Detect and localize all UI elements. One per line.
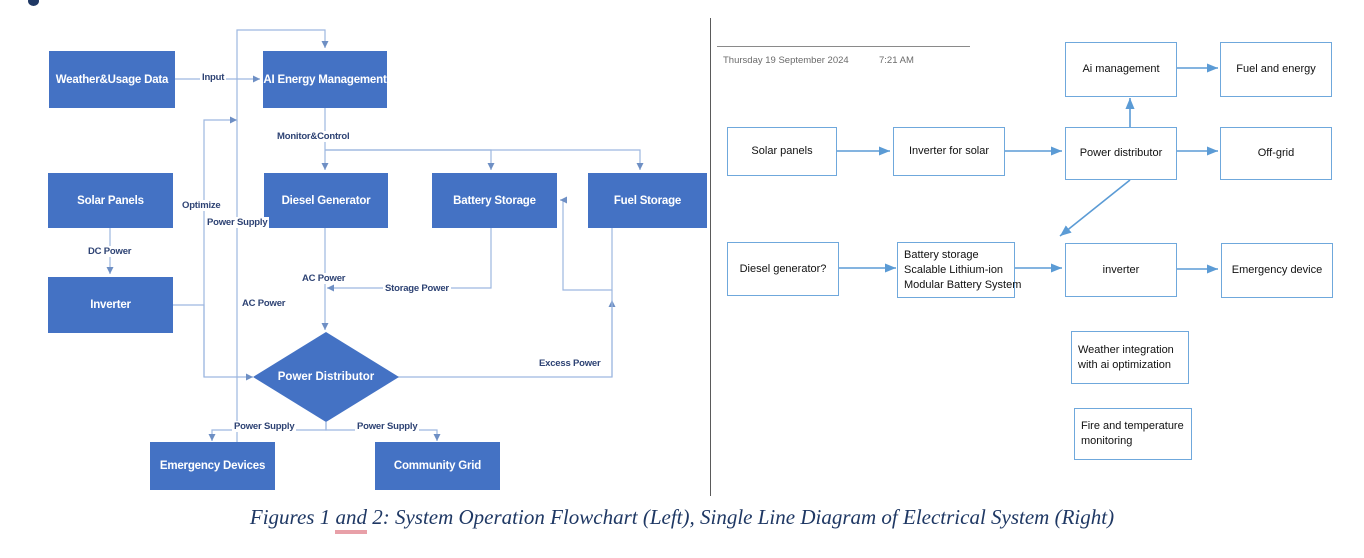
node-fire-temperature-monitoring[interactable]: Fire and temperature monitoring <box>1074 408 1192 460</box>
node-label: Solar Panels <box>77 194 144 207</box>
node-weather-integration[interactable]: Weather integration with ai optimization <box>1071 331 1189 384</box>
edge-label-power-supply-emergency: Power Supply <box>232 421 297 432</box>
header-rule <box>717 46 970 47</box>
bullet-dot-icon <box>28 0 39 6</box>
edge-label-ac-power-top: AC Power <box>300 273 348 284</box>
edge-label-monitor-control: Monitor&Control <box>275 131 352 142</box>
node-label: Solar panels <box>751 145 813 157</box>
caption-prefix: Figures 1 <box>249 505 336 529</box>
node-label-line-1: Fire and temperature <box>1081 420 1184 432</box>
right-diagram-connectors <box>836 63 1218 274</box>
node-label: Weather&Usage Data <box>55 73 169 86</box>
node-label: Off-grid <box>1257 147 1295 159</box>
node-label-line-2: with ai optimization <box>1078 358 1171 371</box>
edge-label-optimize: Optimize <box>180 200 223 211</box>
node-label: AI Energy Management <box>263 73 387 86</box>
node-label: Inverter <box>90 299 131 311</box>
figure-caption: Figures 1 and 2: System Operation Flowch… <box>0 505 1364 534</box>
node-label-line-3: Modular Battery System <box>904 278 1022 291</box>
node-battery-storage[interactable]: Battery Storage <box>432 173 557 228</box>
node-label: Inverter for solar <box>908 145 990 157</box>
node-off-grid[interactable]: Off-grid <box>1220 127 1332 180</box>
node-label: Emergency Devices <box>159 460 266 472</box>
edge-label-ac-power-inverter: AC Power <box>240 298 288 309</box>
caption-underlined-word: and <box>335 505 367 534</box>
node-solar-panels[interactable]: Solar Panels <box>48 173 173 228</box>
node-label: Power distributor <box>1079 147 1163 159</box>
header-date: Thursday 19 September 2024 <box>723 55 849 66</box>
node-inverter-right[interactable]: inverter <box>1065 243 1177 297</box>
node-label-line-1: Weather integration <box>1078 343 1174 356</box>
node-emergency-devices[interactable]: Emergency Devices <box>150 442 275 490</box>
node-label: Community Grid <box>393 460 482 472</box>
node-label: Ai management <box>1082 63 1160 75</box>
node-label: inverter <box>1102 263 1140 276</box>
node-weather-usage-data[interactable]: Weather&Usage Data <box>49 51 175 108</box>
edge-label-power-supply-community: Power Supply <box>355 421 420 432</box>
node-fuel-storage[interactable]: Fuel Storage <box>588 173 707 228</box>
edge-label-dc-power: DC Power <box>86 246 134 257</box>
header-time: 7:21 AM <box>879 55 914 66</box>
node-inverter[interactable]: Inverter <box>48 277 173 333</box>
node-battery-storage-right[interactable]: Battery storage Scalable Lithium-ion Mod… <box>897 242 1021 298</box>
node-label: Fuel Storage <box>613 194 682 207</box>
node-label-line-2: monitoring <box>1081 435 1133 447</box>
left-flowchart-connectors <box>106 29 644 455</box>
node-power-distributor-right[interactable]: Power distributor <box>1065 127 1177 180</box>
node-diesel-generator-right[interactable]: Diesel generator? <box>727 242 839 296</box>
node-ai-management[interactable]: Ai management <box>1065 42 1177 97</box>
node-label: Battery Storage <box>453 194 536 207</box>
node-solar-panels-right[interactable]: Solar panels <box>727 127 837 176</box>
node-emergency-device[interactable]: Emergency device <box>1221 243 1333 298</box>
node-label: Diesel Generator <box>281 194 371 207</box>
node-label-line-1: Battery storage <box>904 248 979 261</box>
edge-label-excess-power: Excess Power <box>537 358 603 369</box>
node-community-grid[interactable]: Community Grid <box>375 442 500 490</box>
panel-divider <box>710 18 711 496</box>
node-ai-energy-management[interactable]: AI Energy Management <box>263 51 387 108</box>
node-diesel-generator[interactable]: Diesel Generator <box>264 173 388 228</box>
node-label: Power Distributor <box>277 371 375 383</box>
edge-label-input: Input <box>200 72 227 83</box>
caption-suffix: 2: System Operation Flowchart (Left), Si… <box>366 505 1115 529</box>
edge-label-power-supply-feedback: Power Supply <box>205 217 270 228</box>
node-label: Emergency device <box>1231 264 1323 276</box>
node-fuel-and-energy[interactable]: Fuel and energy <box>1220 42 1332 97</box>
node-label: Diesel generator? <box>739 262 827 275</box>
node-label: Fuel and energy <box>1236 63 1316 75</box>
node-inverter-for-solar[interactable]: Inverter for solar <box>893 127 1005 176</box>
node-label-line-2: Scalable Lithium-ion <box>904 263 1004 276</box>
edge-label-storage-power: Storage Power <box>383 283 451 294</box>
